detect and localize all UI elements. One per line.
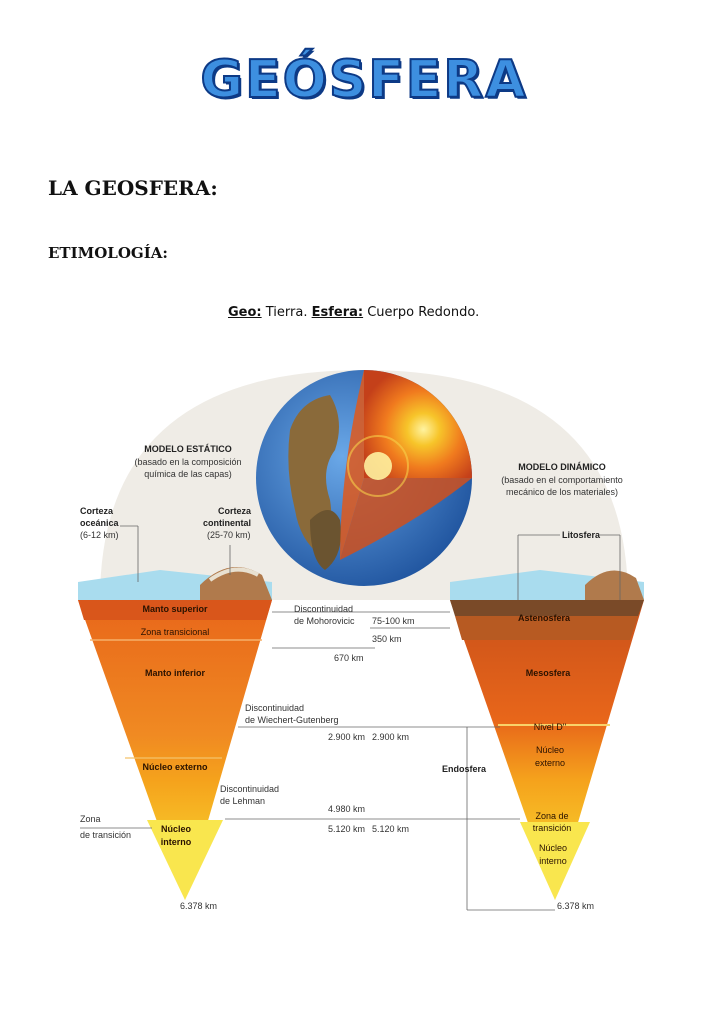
moho-label: Discontinuidad bbox=[294, 604, 353, 614]
depth-6378-left: 6.378 km bbox=[180, 901, 217, 911]
lehman-label: Discontinuidad bbox=[220, 784, 279, 794]
dyn-zona-transicion-label: Zona de bbox=[535, 811, 568, 821]
astenosfera-label: Astenosfera bbox=[518, 613, 571, 623]
manto-superior-label: Manto superior bbox=[142, 604, 208, 614]
etymology-text: Geo: Tierra. Esfera: Cuerpo Redondo. bbox=[228, 305, 479, 320]
static-model-subtitle: (basado en la composición bbox=[134, 457, 241, 467]
static-model-title: MODELO ESTÁTICO bbox=[144, 444, 232, 454]
wiechert-label: Discontinuidad bbox=[245, 703, 304, 713]
lehman-label: de Lehman bbox=[220, 796, 265, 806]
geo-term: Geo: bbox=[228, 305, 262, 320]
depth-6378-right: 6.378 km bbox=[557, 901, 594, 911]
esfera-term: Esfera: bbox=[311, 305, 364, 320]
depth-75-100: 75-100 km bbox=[372, 616, 415, 626]
litosfera-label: Litosfera bbox=[562, 530, 601, 540]
dyn-nucleo-externo-label: Núcleo bbox=[536, 745, 564, 755]
nucleo-externo-label: Núcleo externo bbox=[142, 762, 208, 772]
corteza-oceanica-label: oceánica bbox=[80, 518, 120, 528]
corteza-oceanica-label: Corteza bbox=[80, 506, 114, 516]
page-title: GEÓSFERA bbox=[199, 49, 528, 111]
corteza-continental-depth: (25-70 km) bbox=[207, 530, 251, 540]
zona-transicional-label: Zona transicional bbox=[141, 627, 210, 637]
corteza-continental-label: Corteza bbox=[218, 506, 252, 516]
depth-670: 670 km bbox=[334, 653, 364, 663]
dynamic-model-subtitle: (basado en el comportamiento bbox=[501, 475, 623, 485]
dyn-nucleo-interno-label: Núcleo bbox=[539, 843, 567, 853]
nivel-d-label: Nivel D'' bbox=[534, 722, 567, 732]
depth-2900-left: 2.900 km bbox=[328, 732, 365, 742]
depth-5120-left: 5.120 km bbox=[328, 824, 365, 834]
geo-definition: Tierra. bbox=[261, 305, 312, 320]
dynamic-model-subtitle: mecánico de los materiales) bbox=[506, 487, 618, 497]
static-model-cone bbox=[78, 567, 272, 900]
depth-5120-right: 5.120 km bbox=[372, 824, 409, 834]
dyn-zona-transicion-label: transición bbox=[533, 823, 572, 833]
moho-label: de Mohorovicic bbox=[294, 616, 355, 626]
connector-lines bbox=[80, 525, 621, 911]
zona-transicion-label: de transición bbox=[80, 830, 131, 840]
esfera-definition: Cuerpo Redondo. bbox=[363, 305, 480, 320]
dyn-nucleo-externo-label: externo bbox=[535, 758, 565, 768]
mesosfera-label: Mesosfera bbox=[526, 668, 572, 678]
wiechert-label: de Wiechert-Gutenberg bbox=[245, 715, 339, 725]
depth-4980: 4.980 km bbox=[328, 804, 365, 814]
zona-transicion-label: Zona bbox=[80, 814, 101, 824]
earth-globe bbox=[256, 370, 472, 586]
endosfera-label: Endosfera bbox=[442, 764, 487, 774]
manto-inferior-label: Manto inferior bbox=[145, 668, 205, 678]
dynamic-model-title: MODELO DINÁMICO bbox=[518, 462, 606, 472]
nucleo-interno-label: interno bbox=[161, 837, 192, 847]
dynamic-model-cone bbox=[450, 570, 644, 900]
corteza-oceanica-depth: (6-12 km) bbox=[80, 530, 119, 540]
corteza-continental-label: continental bbox=[203, 518, 251, 528]
static-model-subtitle: química de las capas) bbox=[144, 469, 232, 479]
etymology-heading: ETIMOLOGÍA: bbox=[48, 244, 168, 262]
section-heading: LA GEOSFERA: bbox=[48, 176, 218, 200]
dyn-nucleo-interno-label: interno bbox=[539, 856, 567, 866]
depth-350: 350 km bbox=[372, 634, 402, 644]
depth-2900-right: 2.900 km bbox=[372, 732, 409, 742]
nucleo-interno-label: Núcleo bbox=[161, 824, 192, 834]
